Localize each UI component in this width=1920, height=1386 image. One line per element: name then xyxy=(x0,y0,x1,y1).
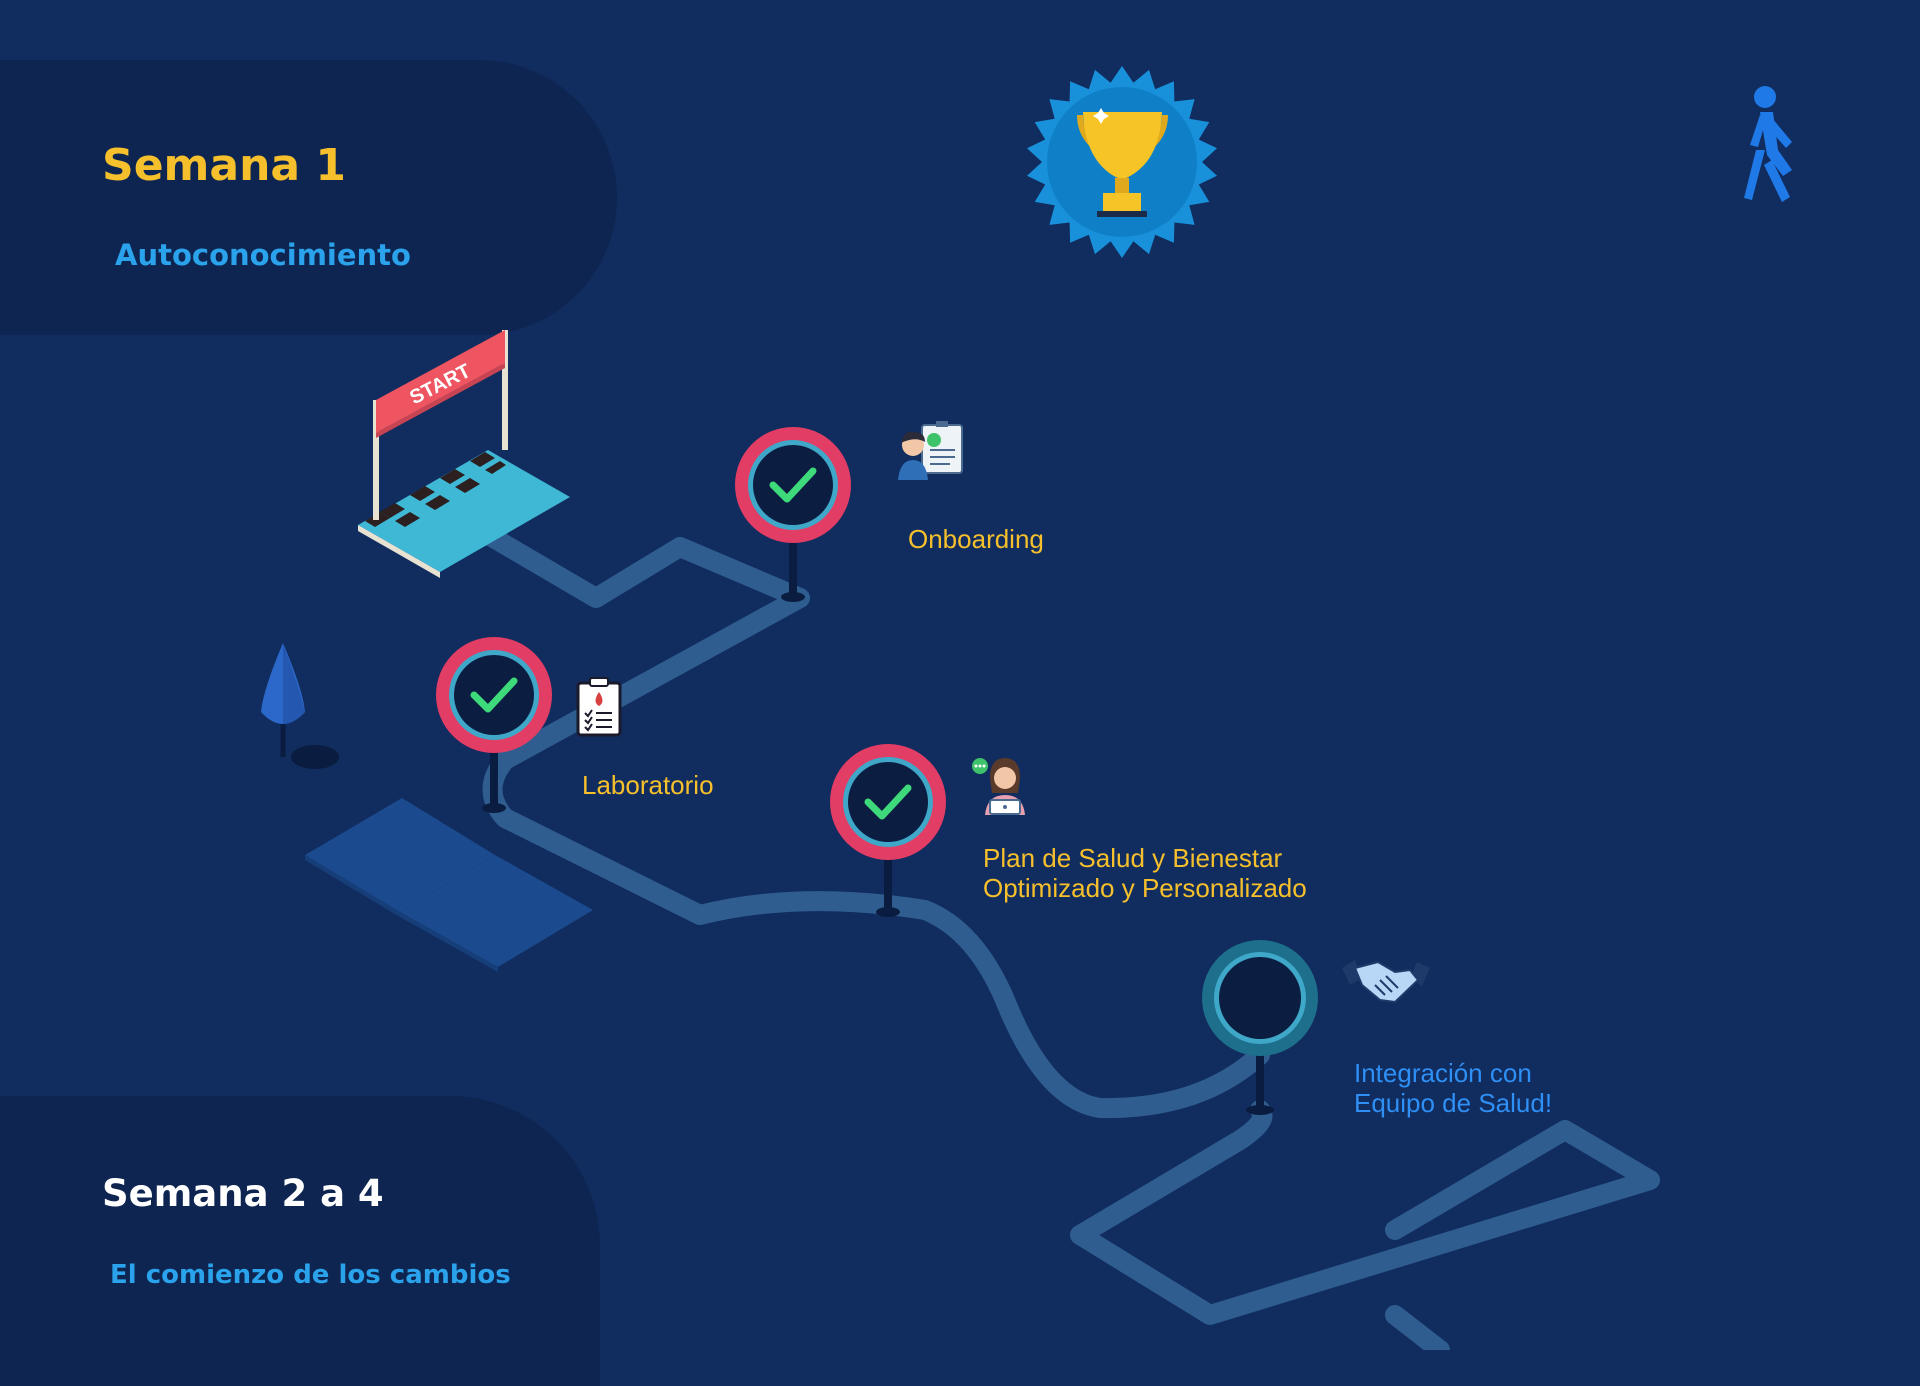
milestone-label-line: Plan de Salud y Bienestar xyxy=(983,843,1383,873)
tree-icon xyxy=(261,643,339,769)
week-1-subtitle: Autoconocimiento xyxy=(115,238,411,272)
milestone-label-plan: Plan de Salud y Bienestar Optimizado y P… xyxy=(983,843,1383,903)
milestone-label-line: Optimizado y Personalizado xyxy=(983,873,1383,903)
milestone-pin-laboratorio[interactable] xyxy=(436,637,552,813)
milestone-label-line: Equipo de Salud! xyxy=(1354,1088,1654,1118)
roadmap-illustration: START xyxy=(0,0,1920,1350)
week-1-title: Semana 1 xyxy=(102,140,346,191)
milestone-pin-plan[interactable] xyxy=(830,744,946,917)
milestone-label-line: Laboratorio xyxy=(582,770,714,800)
trophy-icon xyxy=(1027,66,1217,258)
handshake-icon xyxy=(1342,960,1430,1002)
roadmap-scene: START xyxy=(0,0,1920,1350)
lab-clipboard-icon xyxy=(578,678,620,735)
milestone-label-line: Onboarding xyxy=(908,524,1044,554)
milestone-label-laboratorio: Laboratorio xyxy=(582,770,714,800)
week-2-4-subtitle: El comienzo de los cambios xyxy=(110,1260,511,1290)
walking-person-icon xyxy=(1744,86,1792,202)
roadmap-path xyxy=(480,530,1650,1350)
milestone-label-onboarding: Onboarding xyxy=(908,524,1044,554)
week-2-4-title: Semana 2 a 4 xyxy=(102,1172,384,1215)
milestone-label-integracion: Integración con Equipo de Salud! xyxy=(1354,1058,1654,1118)
health-advisor-icon xyxy=(972,758,1025,815)
onboarding-checklist-icon xyxy=(898,421,962,480)
floor-tiles xyxy=(305,798,593,972)
milestone-label-line: Integración con xyxy=(1354,1058,1654,1088)
